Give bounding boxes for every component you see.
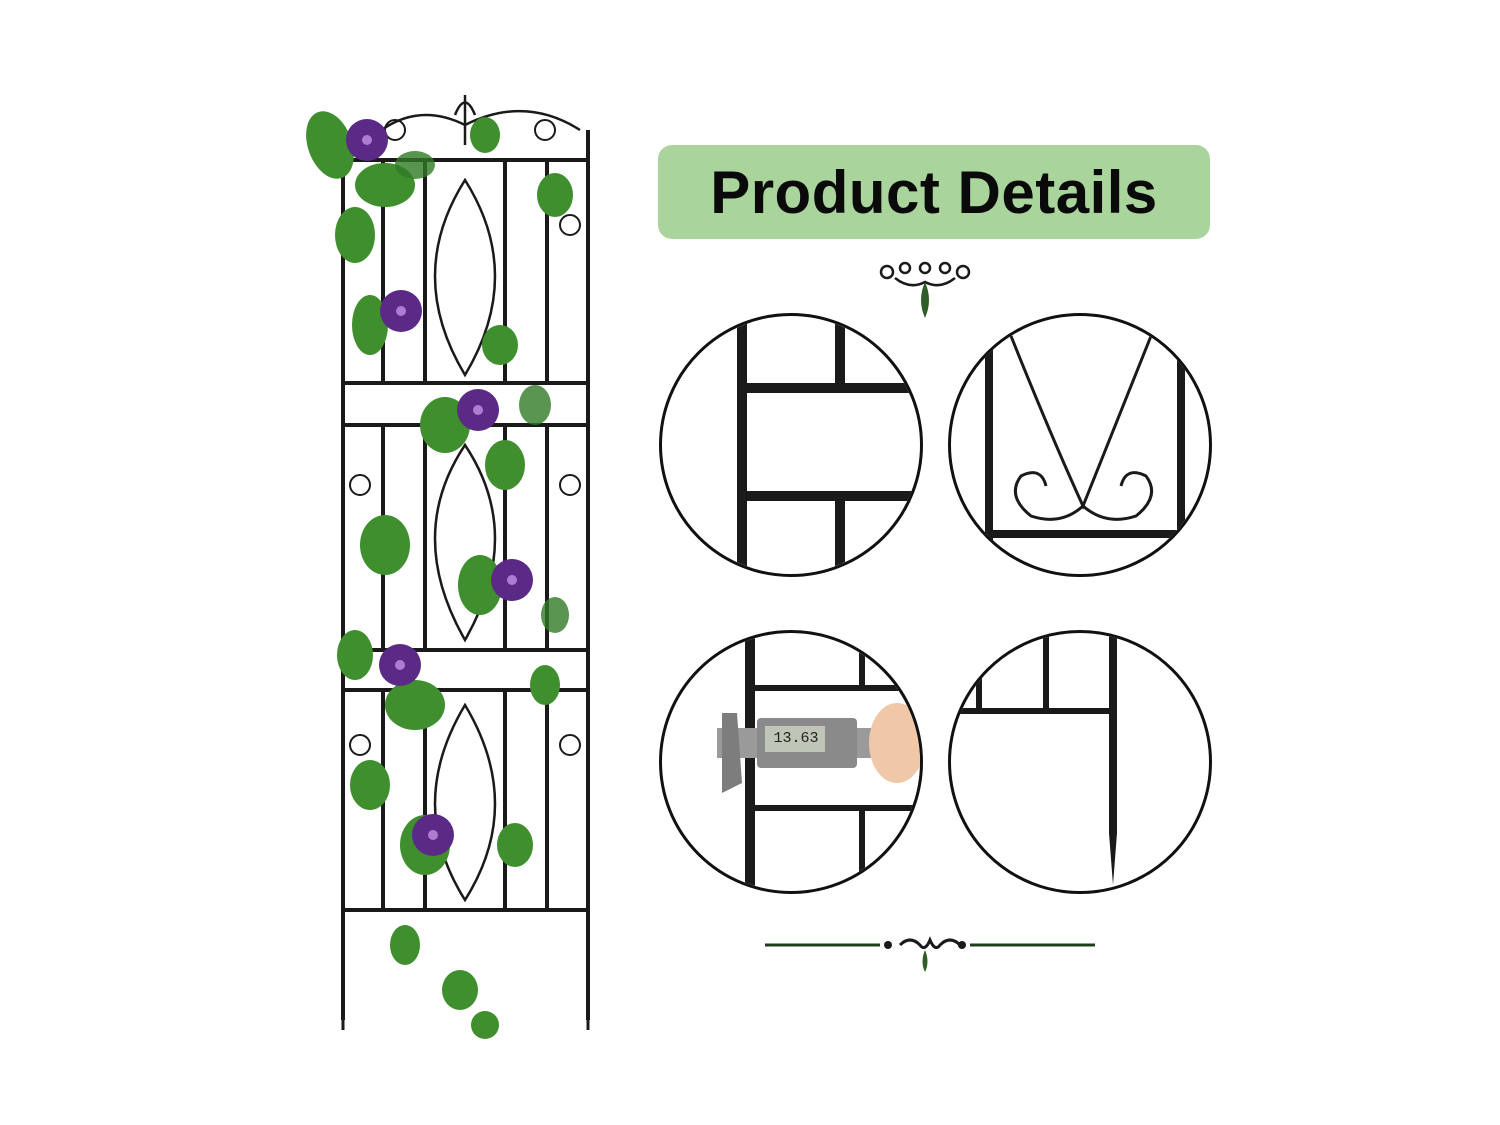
- banner-title: Product Details: [710, 158, 1158, 226]
- joint-detail-circle: [659, 313, 923, 577]
- product-details-banner: Product Details: [658, 145, 1210, 239]
- top-ornament-icon: [875, 260, 975, 320]
- stake-detail-circle: [948, 630, 1212, 894]
- bottom-ornament-icon: [760, 930, 1100, 975]
- product-image: [285, 85, 615, 1045]
- caliper-reading: 13.63: [773, 730, 819, 747]
- scroll-detail-circle: [948, 313, 1212, 577]
- caliper-detail-circle: 13.63: [659, 630, 923, 894]
